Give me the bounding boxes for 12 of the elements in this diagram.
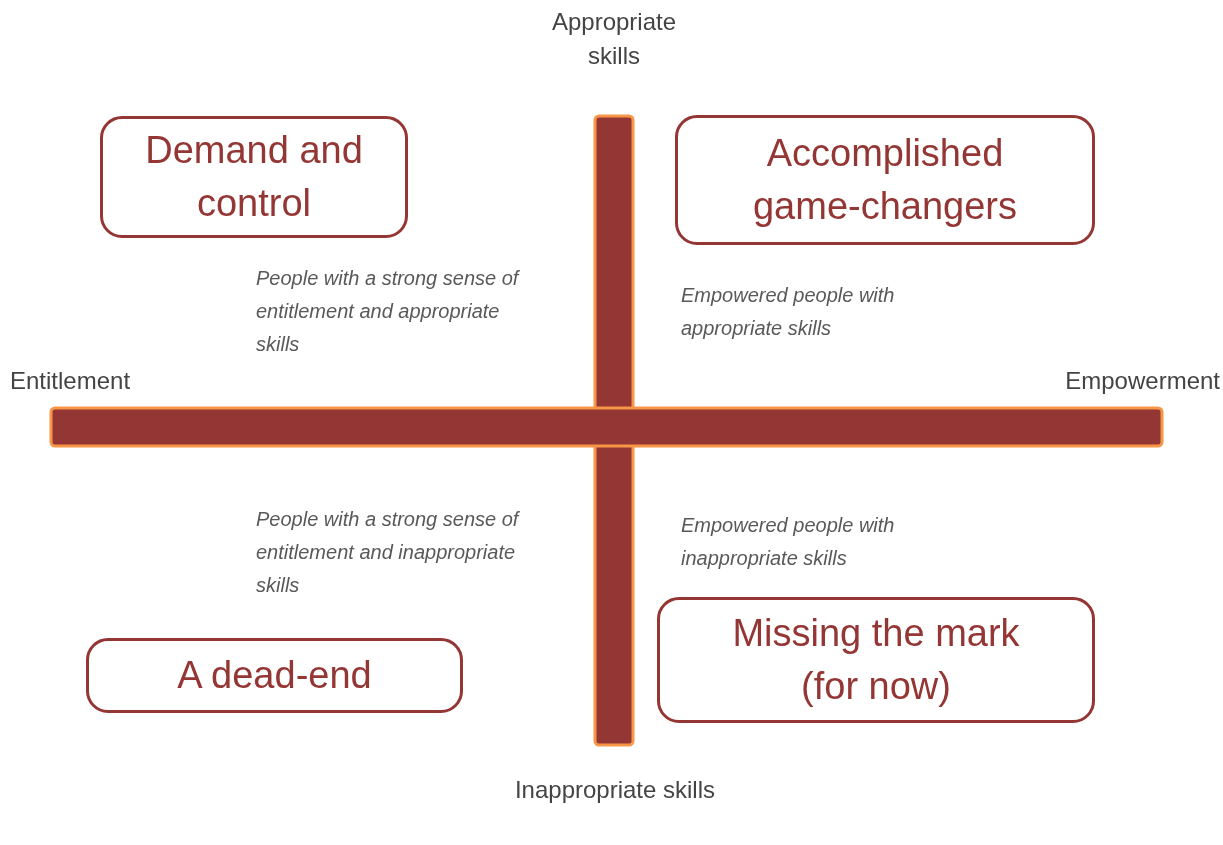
axis-label: Entitlement: [10, 366, 132, 396]
quadrant-description: People with a strong sense of entitlement and appropriate skills: [256, 266, 521, 357]
quadrant-description: People with a strong sense of entitlement and inappropriate skills: [256, 507, 521, 598]
axis-label: Inappropriate skills: [513, 775, 717, 805]
quadrant-description: Empowered people with inappropriate skills: [681, 513, 896, 571]
quadrant-description: Empowered people with appropriate skills: [681, 283, 896, 341]
axis-label: Empowerment: [1064, 366, 1220, 396]
axis-label: Appropriate skills: [550, 7, 678, 71]
quadrant-box: Accomplished game-changers: [675, 115, 1095, 245]
quadrant-box: Missing the mark (for now): [657, 597, 1095, 723]
quadrant-box: Demand and control: [100, 116, 408, 238]
quadrant-box: A dead-end: [86, 638, 463, 713]
